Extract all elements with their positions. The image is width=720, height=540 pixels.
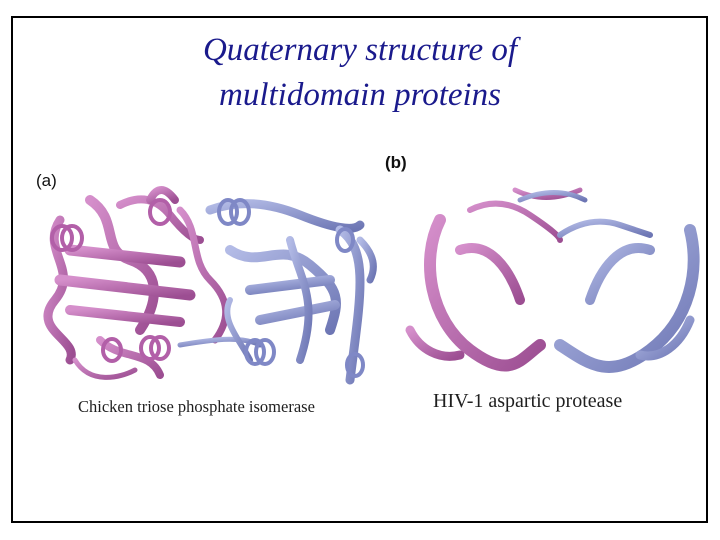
panel-a-caption: Chicken triose phosphate isomerase [78, 397, 315, 416]
slide-title-line-2: multidomain proteins [218, 77, 502, 113]
tpi-pink-helices [50, 198, 172, 363]
protease-blue-subunit [517, 190, 700, 373]
slide-title-line-1: Quaternary structure of [202, 32, 518, 68]
tpi-structure-image [43, 186, 377, 385]
protease-pink-subunit [405, 187, 583, 372]
tpi-blue-helices [217, 198, 365, 378]
panel-b-caption: HIV-1 aspartic protease [433, 390, 623, 412]
panel-b-label: (b) [385, 153, 407, 172]
panel-a-label: (a) [36, 171, 57, 190]
hiv-protease-structure-image [405, 187, 700, 373]
tpi-pink-subunit [43, 186, 230, 380]
